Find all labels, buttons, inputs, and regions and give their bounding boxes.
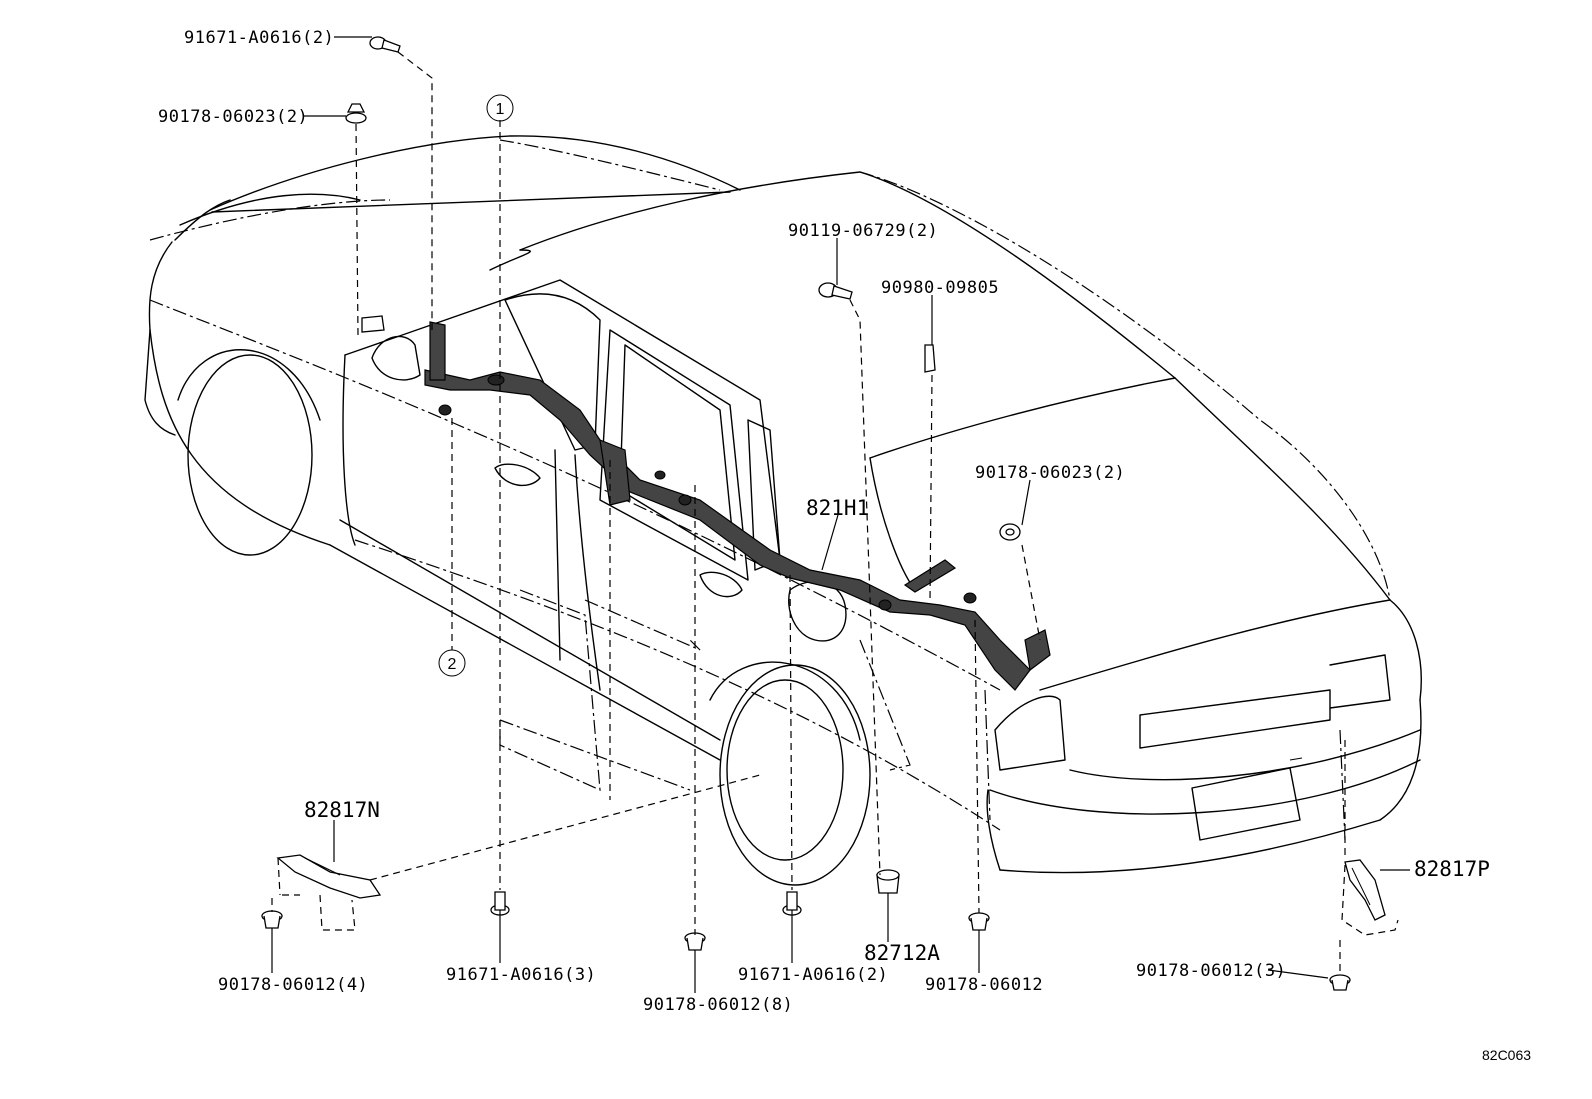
reference-mark-1: 1: [486, 94, 514, 122]
bolt-icon: [369, 36, 401, 53]
car-body-outline: [144, 135, 1422, 886]
nut-icon: [261, 910, 283, 929]
callout-82817p: 82817P: [1414, 857, 1490, 881]
bolt-icon: [818, 282, 853, 300]
callout-90119-06729: 90119-06729(2): [788, 221, 938, 241]
protector-82817n: [276, 854, 382, 931]
callout-90178-06012: 90178-06012: [925, 975, 1043, 995]
leader-lines: [271, 36, 1410, 993]
hidden-lines: [149, 139, 1391, 841]
nut-icon: [345, 103, 367, 124]
grommet-icon: [876, 869, 900, 894]
callout-90178-06012-3: 90178-06012(3): [1136, 961, 1286, 981]
clip-icon: [999, 523, 1021, 541]
reference-mark-2-label: 2: [448, 656, 457, 673]
reference-mark-2: 2: [438, 649, 466, 677]
callout-821h1: 821H1: [806, 496, 869, 520]
callout-labels: 91671-A0616(2) 90178-06023(2) 90119-0672…: [158, 28, 1531, 1063]
wire-harness-821h1: [361, 315, 1051, 691]
callout-91671-a0616-3: 91671-A0616(3): [446, 965, 596, 985]
callout-82817n: 82817N: [304, 798, 380, 822]
callout-90178-06012-4: 90178-06012(4): [218, 975, 368, 995]
callout-91671-a0616-top: 91671-A0616(2): [184, 28, 334, 48]
callout-91671-a0616-2: 91671-A0616(2): [738, 965, 888, 985]
protector-82817p: [1341, 859, 1399, 936]
nut-icon: [968, 912, 990, 931]
nut-icon: [684, 932, 706, 951]
reference-mark-1-label: 1: [496, 101, 505, 118]
callout-90178-06023-top: 90178-06023(2): [158, 107, 308, 127]
callout-90980-09805: 90980-09805: [881, 278, 999, 298]
callout-90178-06012-8: 90178-06012(8): [643, 995, 793, 1015]
nut-icon: [1329, 974, 1351, 991]
diagram-code: 82C063: [1482, 1047, 1531, 1063]
callout-90178-06023-right: 90178-06023(2): [975, 463, 1125, 483]
callout-82712a: 82712A: [864, 941, 940, 965]
assembly-guides: [271, 51, 1346, 975]
bolt-icon: [490, 891, 510, 916]
